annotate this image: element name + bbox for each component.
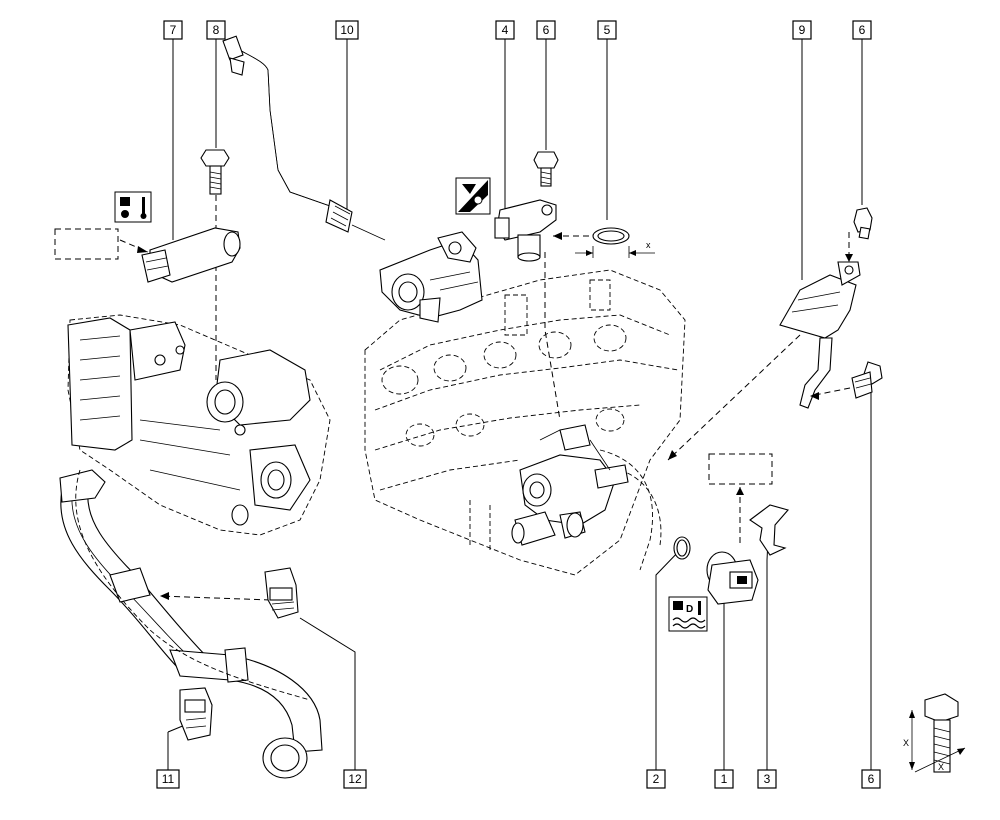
bolt-8: [200, 149, 230, 195]
engine-block: [364, 269, 686, 576]
coolant-icon-letter: D: [686, 604, 693, 615]
callout-3: 3: [757, 769, 777, 789]
thermostat-housing: [511, 424, 629, 546]
spanner-angle-icon: [455, 177, 491, 215]
callout-6-top-label: 6: [543, 23, 550, 37]
dimension-x-gap: x: [575, 240, 655, 258]
coolant-hose: [59, 469, 323, 779]
bracket-9: [779, 261, 861, 409]
coolant-temperature-icon: D: [668, 596, 708, 632]
placeholder-box-left: [54, 228, 119, 260]
callout-1: 1: [714, 769, 734, 789]
assembly-dash-lines: [119, 195, 851, 601]
bolt-6-right-top: [853, 207, 873, 240]
o-ring-2: [673, 536, 691, 560]
egr-valve: [379, 231, 483, 323]
callout-6-right-top: 6: [852, 20, 872, 40]
callout-8: 8: [206, 20, 226, 40]
bolt-6-top: [533, 151, 559, 187]
connector-12: [264, 567, 299, 619]
callout-6-right-bottom-label: 6: [868, 772, 875, 786]
callout-1-label: 1: [721, 772, 728, 786]
callout-5: 5: [597, 20, 617, 40]
callout-11: 11: [156, 769, 180, 789]
callout-6-right-top-label: 6: [859, 23, 866, 37]
callout-7-label: 7: [170, 23, 177, 37]
callout-7: 7: [163, 20, 183, 40]
callout-8-label: 8: [213, 23, 220, 37]
callout-10: 10: [335, 20, 359, 40]
assembly-arrowheads: [137, 232, 853, 600]
egr-cooler-assembly: [67, 314, 331, 536]
o-ring-5: [592, 227, 630, 245]
callout-5-label: 5: [604, 23, 611, 37]
retaining-clip-3: [749, 504, 789, 556]
callout-4: 4: [495, 20, 515, 40]
sensor-4: [494, 199, 557, 262]
callout-10-label: 10: [340, 23, 354, 37]
sensor-thermometer-icon: [114, 191, 152, 223]
placeholder-box-right: [708, 453, 773, 485]
sensor-7: [141, 227, 241, 283]
coolant-sensor-1: [706, 551, 759, 605]
temperature-probe-10: [222, 35, 386, 241]
callout-3-label: 3: [764, 772, 771, 786]
connector-11: [179, 687, 213, 741]
callout-2: 2: [646, 769, 666, 789]
callout-12: 12: [343, 769, 367, 789]
callout-2-label: 2: [653, 772, 660, 786]
callout-9: 9: [792, 20, 812, 40]
bolt-dimension-detail: X X: [903, 693, 966, 773]
callout-9-label: 9: [799, 23, 806, 37]
callout-6-top: 6: [536, 20, 556, 40]
bolt-dimension-x1: X: [903, 738, 909, 748]
bolt-dimension-x2: X: [938, 762, 944, 772]
callout-12-label: 12: [348, 772, 362, 786]
dimension-x-label: x: [646, 240, 651, 250]
callout-6-right-bottom: 6: [861, 769, 881, 789]
bolt-6-right-bottom: [851, 361, 883, 399]
callout-11-label: 11: [162, 772, 175, 786]
callout-4-label: 4: [502, 23, 509, 37]
